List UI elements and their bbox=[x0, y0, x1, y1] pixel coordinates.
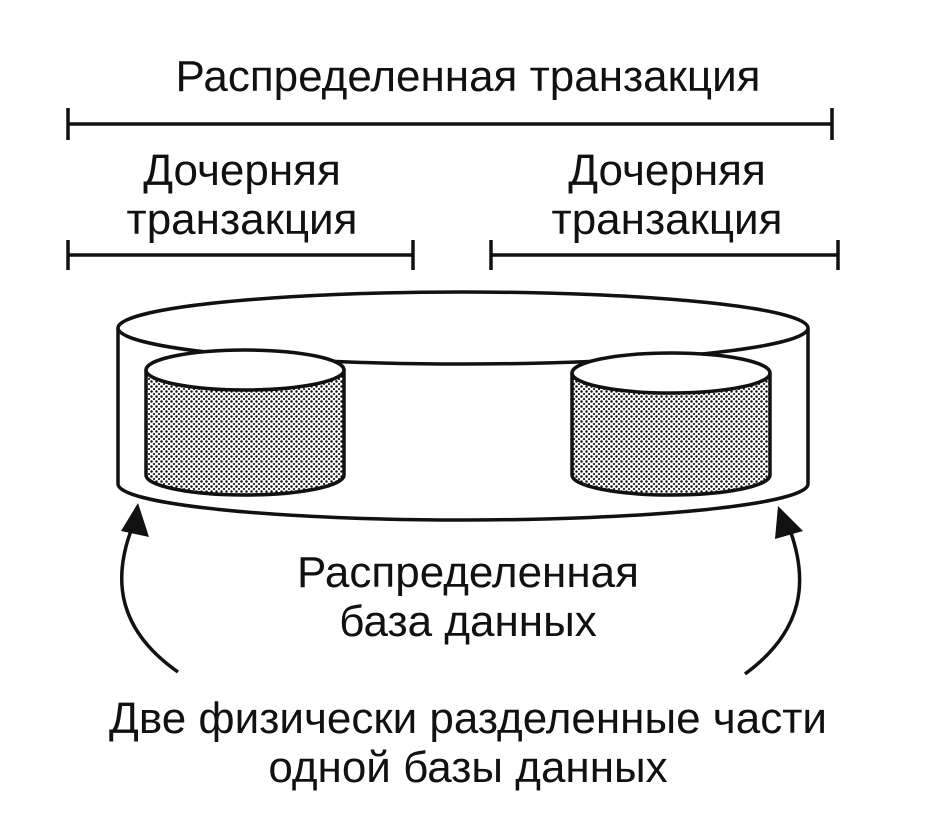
child-transaction-right-line2: транзакция bbox=[551, 195, 783, 245]
database-part-right bbox=[570, 351, 772, 497]
database-part-left bbox=[144, 348, 346, 497]
child-transaction-left-label: Дочерняя транзакция bbox=[62, 146, 422, 245]
child-transaction-right-bracket bbox=[489, 240, 840, 270]
child-transaction-left-line1: Дочерняя bbox=[143, 146, 341, 195]
child-transaction-left-line2: транзакция bbox=[126, 195, 358, 245]
child-transaction-right-line1: Дочерняя bbox=[568, 146, 766, 195]
arrow-to-right-part bbox=[743, 506, 803, 676]
distributed-database-line2: база данных bbox=[339, 597, 597, 647]
distributed-transaction-text: Распределенная транзакция bbox=[175, 52, 761, 101]
distributed-database-label: Распределенная база данных bbox=[230, 548, 706, 647]
distributed-database-line1: Распределенная bbox=[297, 548, 639, 597]
distributed-transaction-label: Распределенная транзакция bbox=[0, 52, 936, 101]
physical-parts-label: Две физически разделенные части одной ба… bbox=[0, 694, 936, 793]
arrow-to-left-part bbox=[120, 503, 180, 674]
child-transaction-left-bracket bbox=[66, 240, 415, 270]
physical-parts-line1: Две физически разделенные части bbox=[109, 694, 827, 743]
distributed-transaction-bracket bbox=[66, 108, 834, 140]
physical-parts-line2: одной базы данных bbox=[268, 743, 668, 793]
child-transaction-right-label: Дочерняя транзакция bbox=[482, 146, 852, 245]
